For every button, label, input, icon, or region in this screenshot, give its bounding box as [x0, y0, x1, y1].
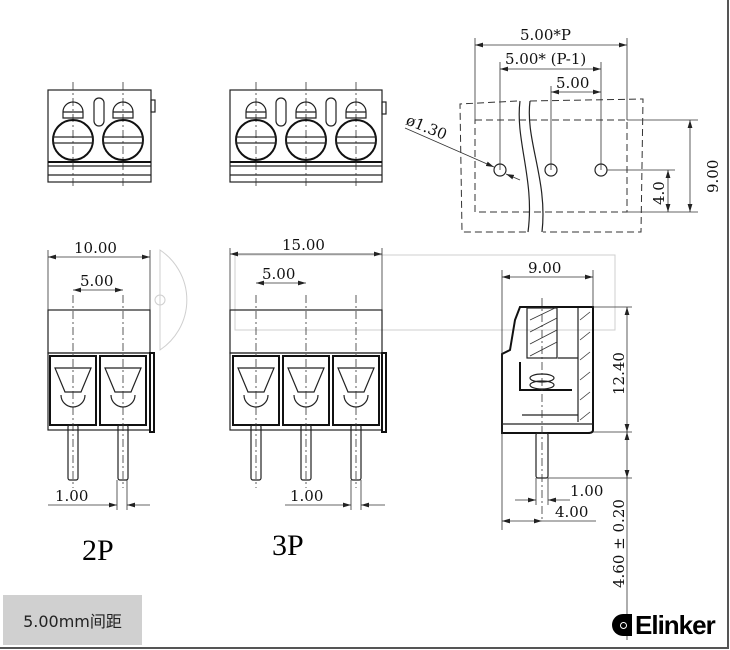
small-screw — [245, 101, 267, 119]
screw-slot — [335, 136, 377, 144]
logo-icon — [612, 614, 632, 636]
front-view-3p — [229, 309, 387, 433]
dim-pin-length: 4.60 ± 0.20 — [610, 499, 628, 588]
side-section-view — [501, 270, 632, 640]
small-screw — [62, 101, 84, 119]
dim-hole-offset: 4.0 — [650, 181, 668, 205]
dim-2p-pitch: 5.00 — [80, 272, 113, 290]
screw-slot — [285, 136, 327, 144]
clamp — [337, 367, 375, 393]
front-view-2p — [47, 309, 155, 433]
small-screw — [295, 101, 317, 119]
screw-heads — [52, 82, 377, 188]
dim-pin-width: 1.00 — [570, 482, 603, 500]
brand-name: Elinker — [635, 609, 716, 640]
dim-total-width: 5.00*P — [520, 26, 571, 44]
dimensions-2p — [47, 250, 151, 510]
clamp — [237, 367, 275, 393]
top-view-2p — [47, 89, 156, 183]
dim-2p-pin: 1.00 — [55, 487, 88, 505]
dim-side-depth: 9.00 — [528, 259, 561, 277]
dim-2p-width: 10.00 — [74, 239, 117, 257]
dim-3p-pin: 1.00 — [290, 487, 323, 505]
dim-pitch-span: 5.00* (P-1) — [505, 50, 586, 68]
watermark — [154, 249, 616, 351]
screw-slot — [52, 136, 94, 144]
label-2p: 2P — [82, 534, 114, 567]
dim-3p-pitch: 5.00 — [262, 265, 295, 283]
brand-logo: Elinker — [612, 608, 716, 642]
dim-footprint-height: 9.00 — [704, 160, 722, 193]
screw-slot — [235, 136, 277, 144]
dim-pitch: 5.00 — [556, 74, 589, 92]
screw-slot — [102, 136, 144, 144]
dim-pin-offset: 4.00 — [555, 503, 588, 521]
dimensions-3p — [229, 248, 385, 510]
dim-body-height: 12.40 — [610, 352, 628, 395]
clamp — [104, 367, 142, 393]
label-3p: 3P — [272, 529, 304, 562]
pitch-label: 5.00mm间距 — [3, 595, 142, 645]
small-screw — [112, 101, 134, 119]
pcb-footprint-view — [404, 38, 698, 233]
small-screw — [345, 101, 367, 119]
terminal-cells — [49, 295, 380, 488]
dim-3p-width: 15.00 — [282, 236, 325, 254]
clamp — [54, 367, 92, 393]
clamp — [287, 367, 325, 393]
dim-hole-diameter: ø1.30 — [404, 111, 450, 144]
